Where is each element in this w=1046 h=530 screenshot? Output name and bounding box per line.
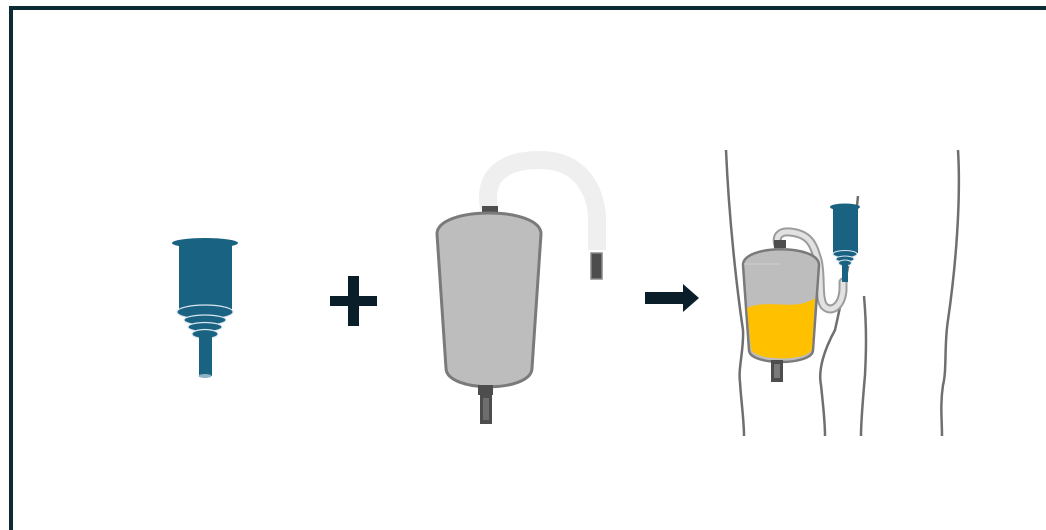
leg-with-attached-bag-illustration xyxy=(726,150,959,436)
small-catheter xyxy=(830,204,860,283)
arrow-right-icon xyxy=(645,284,699,312)
urine-fill xyxy=(747,298,815,359)
plus-icon xyxy=(330,276,377,326)
urine-bag-icon xyxy=(437,160,602,424)
condom-catheter-icon xyxy=(172,238,238,378)
bag-body xyxy=(437,213,541,387)
